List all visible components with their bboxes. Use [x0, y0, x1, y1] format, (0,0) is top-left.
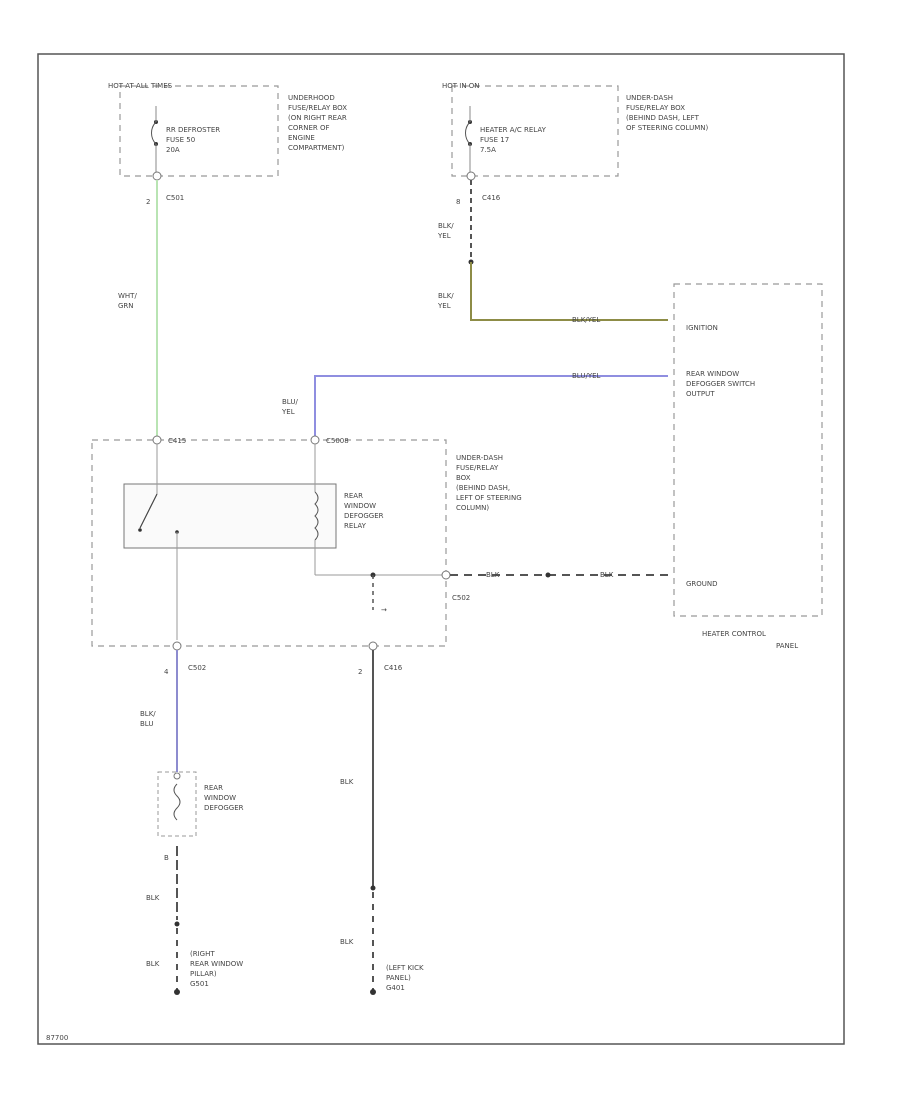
connector-pin: B [164, 854, 169, 862]
pin-defogger-output: REAR WINDOW [686, 370, 739, 378]
wire-label: BLK/YEL [572, 316, 600, 324]
box-label: BOX [456, 474, 471, 482]
box-label: CORNER OF [288, 124, 330, 132]
box-label: LEFT OF STEERING [456, 494, 522, 502]
box-label: ENGINE [288, 134, 315, 142]
pin-defogger-output: OUTPUT [686, 390, 715, 398]
fuse-name-line2: FUSE 17 [480, 136, 509, 144]
connector-label: C501 [166, 194, 184, 202]
relay-label: REAR [344, 492, 363, 500]
ground-label: PILLAR) [190, 970, 217, 978]
box-label: FUSE/RELAY BOX [288, 104, 347, 112]
wire-label: BLK [600, 571, 614, 579]
wire-label: BLU/YEL [572, 372, 601, 380]
defogger-label: WINDOW [204, 794, 236, 802]
relay-label: WINDOW [344, 502, 376, 510]
connector-label: C415 [168, 437, 186, 445]
ground-label: G401 [386, 984, 405, 992]
wire-label: BLK [340, 778, 354, 786]
box-label: COMPARTMENT) [288, 144, 345, 152]
pin-ignition: IGNITION [686, 324, 718, 332]
ground-label: G501 [190, 980, 209, 988]
wire-label: BLK/ [438, 222, 454, 230]
relay-coil-icon [314, 491, 319, 541]
fuse-box-hot-at-all-times: HOT AT ALL TIMES RR DEFROSTER FUSE 50 20… [108, 82, 347, 206]
wire-label: YEL [437, 232, 451, 240]
ground-label: PANEL) [386, 974, 411, 982]
connector-pin: 2 [358, 668, 362, 676]
ground-label: REAR WINDOW [190, 960, 243, 968]
wire-label: BLU/ [282, 398, 298, 406]
fuse-name-line3: 20A [166, 146, 180, 154]
wire-label: BLK [146, 960, 160, 968]
defogger-grid-icon [173, 783, 181, 821]
connector-pin: 2 [146, 198, 150, 206]
connector-label: C416 [384, 664, 403, 672]
diagram-frame [37, 53, 845, 1045]
fuse-name-line2: FUSE 50 [166, 136, 195, 144]
connector-label: C502 [452, 594, 470, 602]
fuse-box-hot-in-on: HOT IN ON HEATER A/C RELAY FUSE 17 7.5A … [442, 82, 708, 206]
wire-label: BLU [140, 720, 153, 728]
box-label: FUSE/RELAY BOX [626, 104, 685, 112]
connector-label: C5008 [326, 437, 349, 445]
defogger-label: REAR [204, 784, 223, 792]
relay-label: RELAY [344, 522, 367, 530]
figure-number: 87700 [46, 1034, 68, 1042]
arrow-label: → [381, 606, 387, 614]
panel-label: HEATER CONTROL [702, 630, 766, 638]
wire-label: BLK/ [438, 292, 454, 300]
box-label: OF STEERING COLUMN) [626, 124, 708, 132]
fuse-box-hot-header: HOT AT ALL TIMES [108, 82, 173, 90]
pin-ground: GROUND [686, 580, 718, 588]
heater-control-panel: IGNITION REAR WINDOW DEFOGGER SWITCH OUT… [673, 283, 823, 650]
box-label: UNDER-DASH [626, 94, 673, 102]
relay-fuse-box: C415 C5008 REAR WINDOW DEFOGGER RELAY UN… [91, 435, 522, 676]
defogger-relay [123, 483, 337, 549]
wire-label: YEL [281, 408, 295, 416]
box-label: UNDERHOOD [288, 94, 335, 102]
ground-label: (LEFT KICK [386, 964, 424, 972]
connector-pin: 4 [164, 668, 169, 676]
box-label: (ON RIGHT REAR [288, 114, 347, 122]
ground-symbol-icon [174, 989, 180, 995]
wire-label: BLK/ [140, 710, 156, 718]
wire-label: BLK [486, 571, 500, 579]
wire-label: WHT/ [118, 292, 137, 300]
box-label: (BEHIND DASH, [456, 484, 510, 492]
wire-label: GRN [118, 302, 134, 310]
wire-blk-yel [470, 262, 668, 321]
wire-label: BLK [146, 894, 160, 902]
fuse-name-line1: RR DEFROSTER [166, 126, 220, 134]
fuse-name-line1: HEATER A/C RELAY [480, 126, 547, 134]
fuse-name-line3: 7.5A [480, 146, 496, 154]
ground-label: (RIGHT [190, 950, 215, 958]
wire-label: BLK [340, 938, 354, 946]
wire-label: YEL [437, 302, 451, 310]
box-label: COLUMN) [456, 504, 489, 512]
connector-pin: 8 [456, 198, 460, 206]
rear-window-defogger: REAR WINDOW DEFOGGER [157, 771, 244, 837]
box-label: UNDER-DASH [456, 454, 503, 462]
connector-label: C502 [188, 664, 206, 672]
box-label: (BEHIND DASH, LEFT [626, 114, 700, 122]
pin-defogger-output: DEFOGGER SWITCH [686, 380, 755, 388]
defogger-label: DEFOGGER [204, 804, 244, 812]
fuse-box-ign-header: HOT IN ON [442, 82, 480, 90]
panel-label: PANEL [776, 642, 798, 650]
box-label: FUSE/RELAY [456, 464, 499, 472]
ground-symbol-icon [370, 989, 376, 995]
wire-blu-yel [314, 375, 668, 436]
relay-label: DEFOGGER [344, 512, 384, 520]
connector-label: C416 [482, 194, 501, 202]
